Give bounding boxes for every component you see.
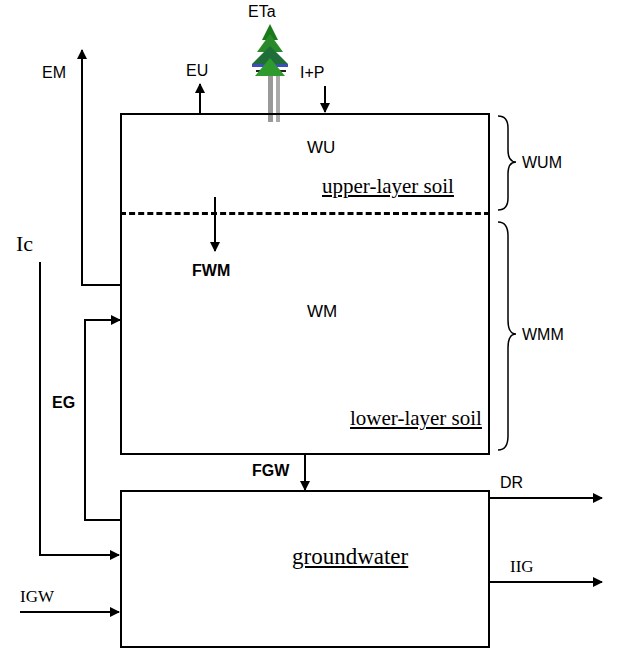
wum-brace <box>498 116 516 210</box>
capacity-label: WUM <box>522 154 562 172</box>
flux-label: EG <box>52 394 75 412</box>
flux-label: IGW <box>20 588 54 607</box>
dr-arrow <box>490 497 602 499</box>
store-name: WM <box>307 303 337 322</box>
flux-label: IIG <box>510 558 534 577</box>
eu-arrow <box>199 84 201 113</box>
store-name: groundwater <box>292 544 408 569</box>
tree-icon <box>252 24 288 122</box>
upper-soil-layer: WU upper-layer soil <box>120 113 490 215</box>
layer-name: upper-layer soil <box>322 175 454 198</box>
capacity-label: WMM <box>522 326 564 344</box>
flux-arrow <box>214 197 216 251</box>
igw-arrow <box>20 611 119 613</box>
store-name: WU <box>307 139 335 158</box>
flux-label: I+P <box>300 64 324 82</box>
flux-arrow <box>304 455 306 490</box>
ip-arrow <box>324 86 326 112</box>
wmm-brace <box>498 222 516 450</box>
flux-label: ETa <box>248 3 276 21</box>
flux-label: DR <box>500 474 523 492</box>
layer-name: lower-layer soil <box>350 407 482 430</box>
lower-soil-layer: WM lower-layer soil <box>120 215 490 455</box>
em-arrow <box>82 50 120 285</box>
flux-arrow <box>85 320 120 520</box>
groundwater-store: groundwater <box>120 490 490 648</box>
flux-label: Ic <box>16 232 33 256</box>
flux-label: FGW <box>252 462 289 480</box>
flux-label: EU <box>186 62 208 80</box>
ic-arrow <box>40 262 119 555</box>
flux-label: FWM <box>192 262 230 280</box>
iig-arrow <box>490 581 602 583</box>
flux-label: EM <box>42 64 66 82</box>
